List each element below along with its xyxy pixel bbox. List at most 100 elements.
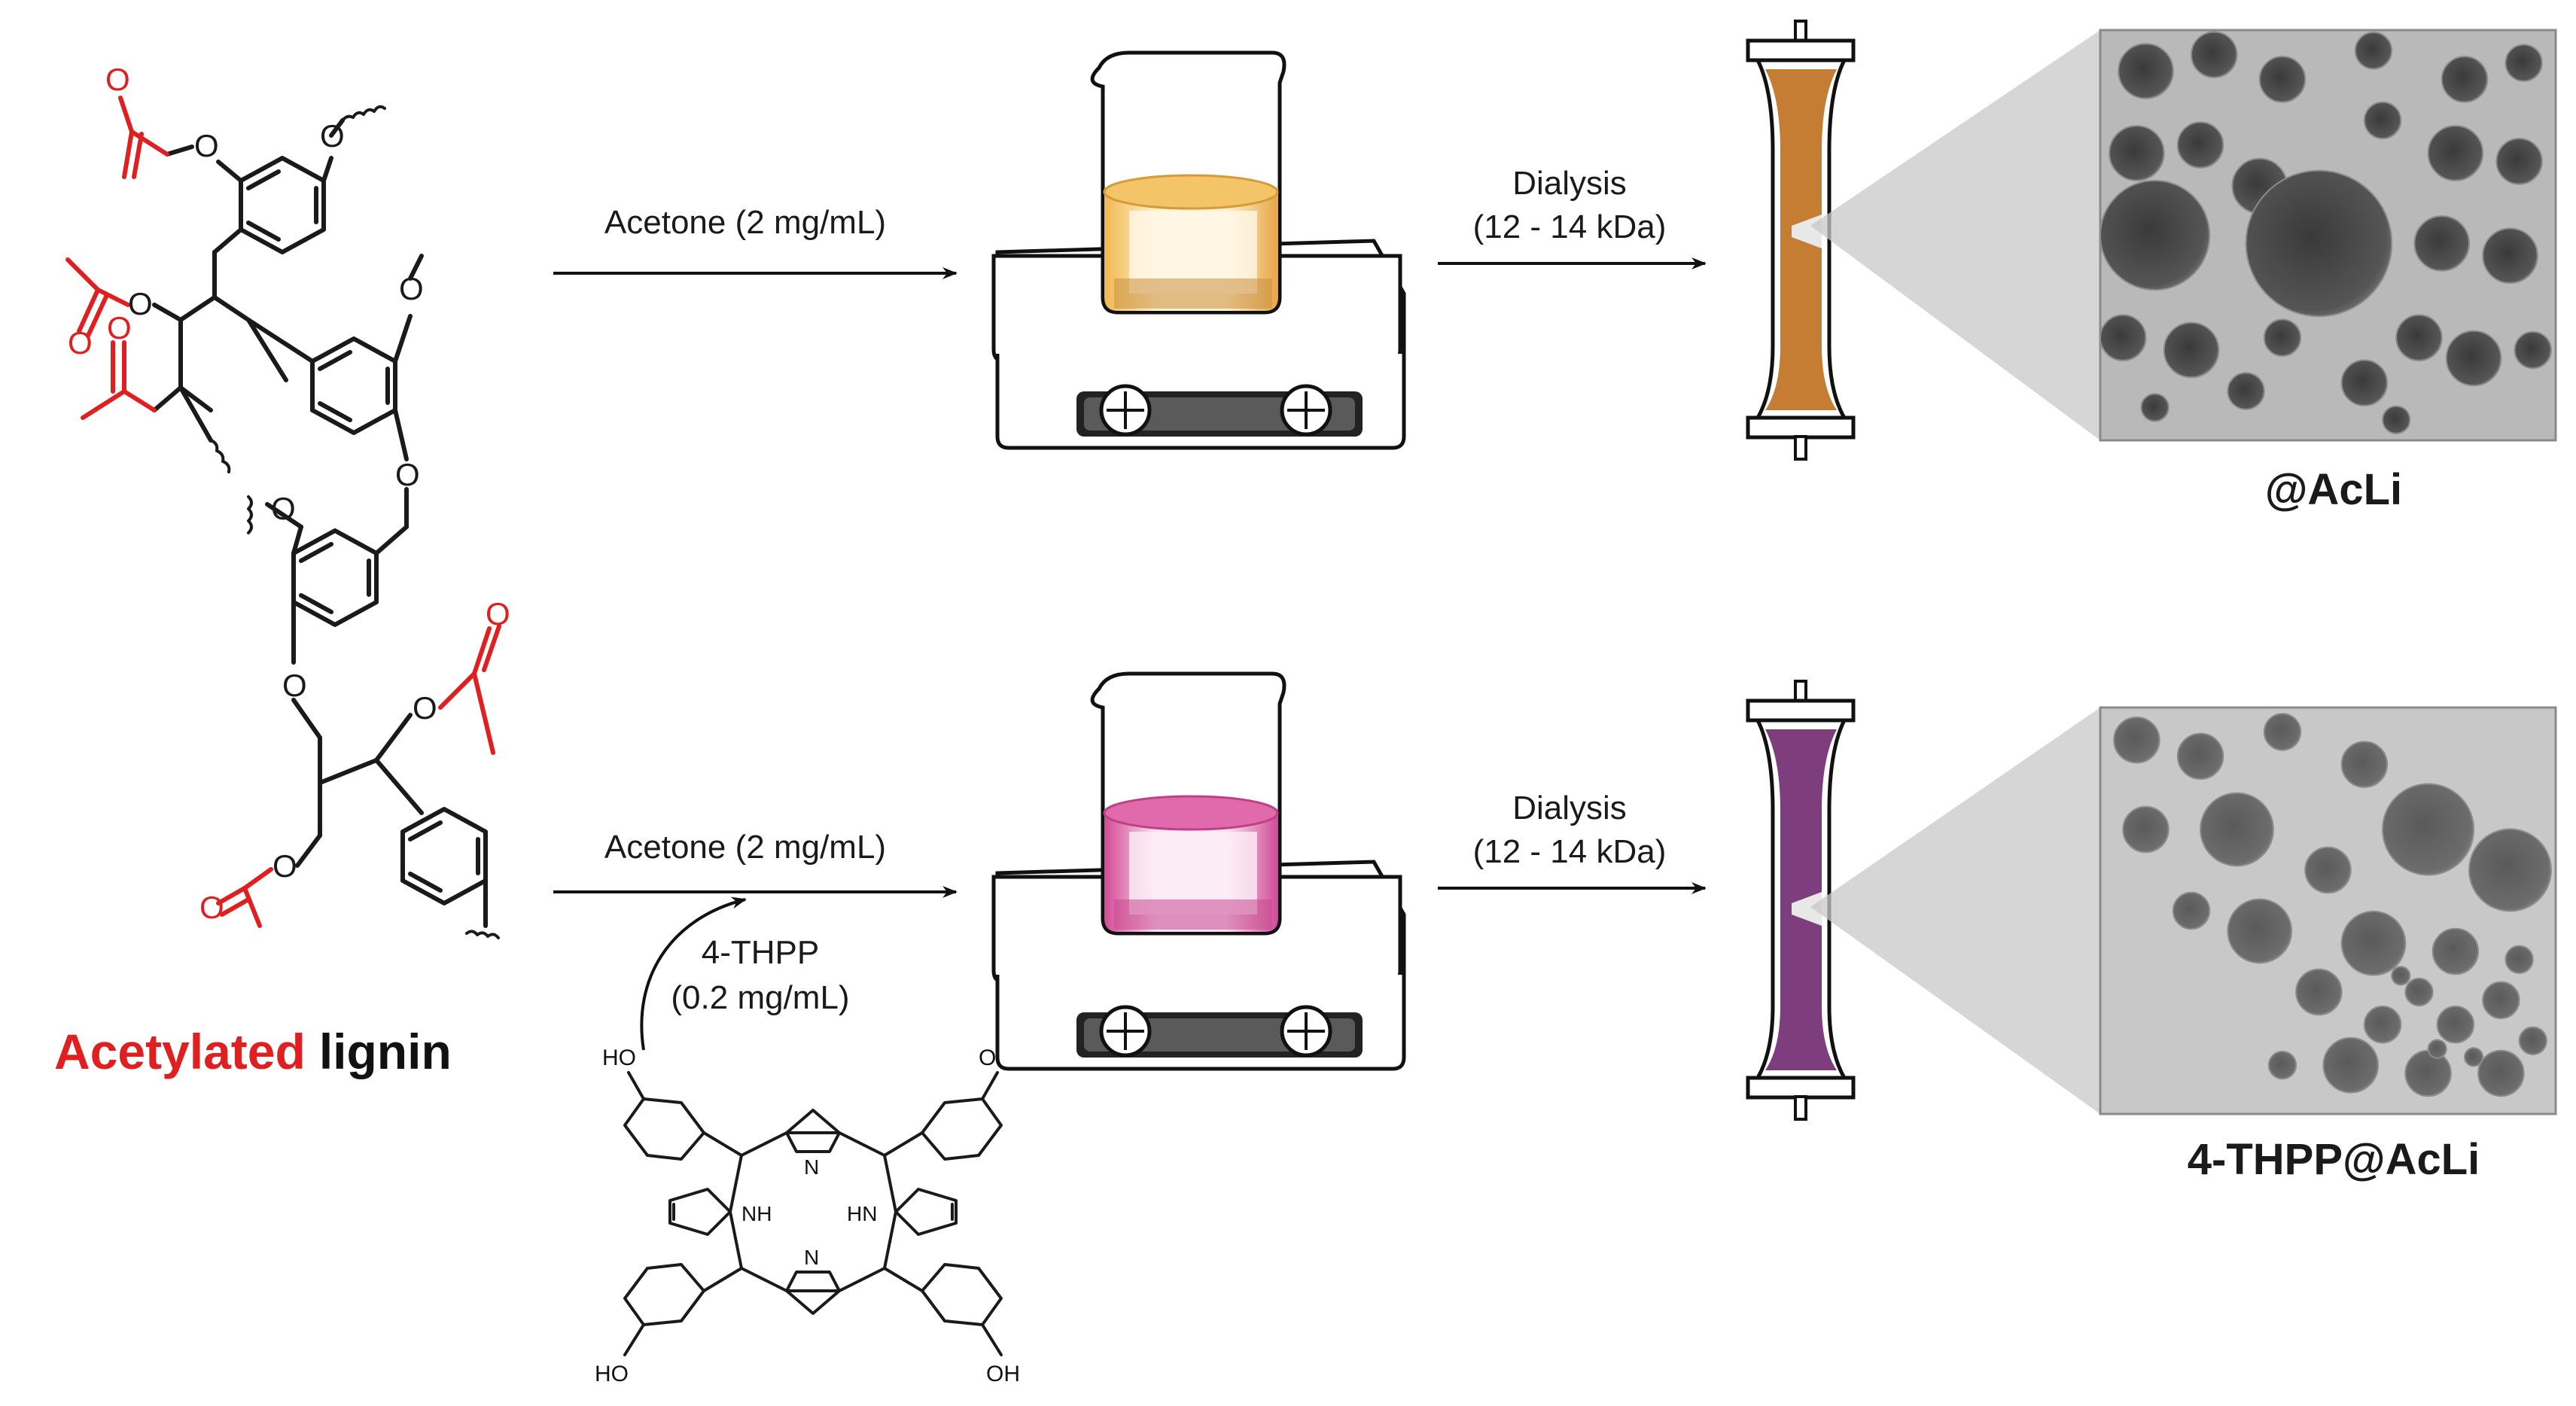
bottom-dialysis-cutoff: (12 - 14 kDa) [1473, 833, 1667, 870]
nanoparticle [2172, 891, 2211, 930]
nanoparticle [2395, 314, 2443, 361]
nanoparticle [2163, 321, 2220, 379]
nanoparticle [2099, 314, 2147, 361]
nanoparticle [2258, 56, 2307, 103]
nanoparticle [2404, 1049, 2452, 1097]
nanoparticle [2504, 44, 2543, 82]
porphyrin-nh: NH [741, 1202, 772, 1225]
nanoparticle [2340, 910, 2407, 976]
atom-o: O [395, 457, 420, 492]
atom-o-carbonyl: O [199, 890, 224, 925]
atom-o-carbonyl: O [68, 325, 93, 361]
top-dialysis-cassette-icon [1746, 20, 1856, 461]
lignin-ring-1 [239, 156, 326, 254]
bottom-row: Acetone (2 mg/mL) 4-THPP (0.2 mg/mL) [553, 671, 2557, 1386]
nanoparticle [2099, 179, 2211, 291]
nanoparticle [2363, 1006, 2402, 1044]
nanoparticle [2431, 927, 2480, 975]
top-stir-plate-icon [991, 239, 1406, 450]
atom-o-carbonyl: O [107, 310, 132, 345]
nanoparticle [2227, 898, 2293, 964]
nanoparticle [2468, 828, 2552, 912]
porphyrin-oh-bottom-right: OH [986, 1362, 1020, 1386]
nanoparticle [2263, 318, 2302, 357]
nanoparticle [2464, 1047, 2484, 1067]
nanoparticle [2140, 393, 2170, 422]
nanoparticle [2427, 1039, 2447, 1059]
additive-arrow [640, 896, 747, 1051]
lignin-ring-2 [310, 336, 397, 435]
top-zoom-wedge [1810, 30, 2100, 440]
nanoparticle [2363, 101, 2402, 140]
nanoparticle [2413, 215, 2471, 272]
nanoparticle [2340, 741, 2389, 788]
nanoparticle [2176, 732, 2224, 781]
nanoparticle [2304, 846, 2352, 894]
bottom-dialysis-label: Dialysis [1512, 790, 1627, 826]
top-product-label: @AcLi [2265, 465, 2402, 514]
top-acetone-label: Acetone (2 mg/mL) [604, 204, 886, 241]
nanoparticle [2495, 138, 2543, 185]
nanoparticle [2382, 405, 2411, 434]
nanoparticle [2295, 968, 2343, 1016]
atom-o-carbonyl: O [486, 596, 510, 631]
porphyrin-ho-top-left: HO [602, 1045, 636, 1070]
nanoparticle [2518, 1026, 2547, 1055]
nanoparticle [2267, 1051, 2297, 1080]
nanoparticle [2441, 56, 2489, 103]
nanoparticle [2191, 31, 2238, 78]
nanoparticle [2482, 981, 2520, 1020]
nanoparticle [2263, 713, 2302, 751]
bottom-tem-image [2099, 706, 2557, 1115]
nanoparticle [2118, 43, 2174, 99]
bottom-beaker-icon [1090, 671, 1286, 936]
nanoparticle [2404, 977, 2434, 1007]
nanoparticle [2391, 966, 2411, 986]
nanoparticle [2514, 330, 2552, 370]
lignin-ring-3 [291, 528, 379, 627]
nanoparticle [2436, 1006, 2475, 1044]
nanoparticle [2354, 32, 2393, 70]
porphyrin-hn: HN [847, 1202, 877, 1225]
atom-o: O [128, 286, 153, 321]
lignin-label-acetylated: Acetylated [54, 1024, 306, 1079]
atom-o: O [399, 271, 424, 306]
bottom-acetone-label: Acetone (2 mg/mL) [604, 829, 886, 866]
top-row: Acetone (2 mg/mL) Dialysis (12 - 14 kDa) [553, 20, 2557, 514]
lignin-label-lignin: lignin [319, 1024, 452, 1079]
atom-o: O [282, 668, 307, 703]
top-beaker-icon [1090, 50, 1286, 315]
nanoparticle [2122, 805, 2170, 854]
nanoparticle [2427, 125, 2484, 181]
bottom-zoom-wedge [1810, 708, 2100, 1114]
bottom-dialysis-cassette-icon [1746, 680, 1856, 1121]
atom-o: O [271, 491, 296, 526]
additive-name: 4-THPP [702, 934, 819, 971]
additive-concentration: (0.2 mg/mL) [671, 979, 849, 1016]
atom-o: O [320, 118, 345, 154]
nanoparticle [2445, 330, 2502, 387]
nanoparticle [2113, 716, 2160, 764]
nanoparticle [2227, 372, 2265, 410]
atom-o: O [194, 128, 219, 163]
nanoparticle [2340, 359, 2389, 406]
nanoparticle [2482, 227, 2538, 285]
porphyrin-structure: HO OH HO OH N N NH HN [595, 1045, 1020, 1386]
bottom-product-label: 4-THPP@AcLi [2188, 1135, 2480, 1184]
top-dialysis-label: Dialysis [1512, 165, 1627, 202]
nanoparticle [2200, 792, 2274, 867]
top-tem-image [2099, 29, 2557, 442]
porphyrin-n-top: N [804, 1155, 819, 1179]
nanoparticle [2245, 169, 2393, 318]
nanoparticle [2504, 945, 2534, 974]
porphyrin-ho-bottom-left: HO [595, 1362, 629, 1386]
nanoparticle [2176, 121, 2224, 169]
top-dialysis-cutoff: (12 - 14 kDa) [1473, 208, 1667, 245]
lignin-ring-4 [400, 807, 488, 905]
nanoparticle [2477, 1049, 2525, 1097]
nanoparticle [2322, 1036, 2380, 1094]
nanoparticle [2109, 125, 2165, 181]
